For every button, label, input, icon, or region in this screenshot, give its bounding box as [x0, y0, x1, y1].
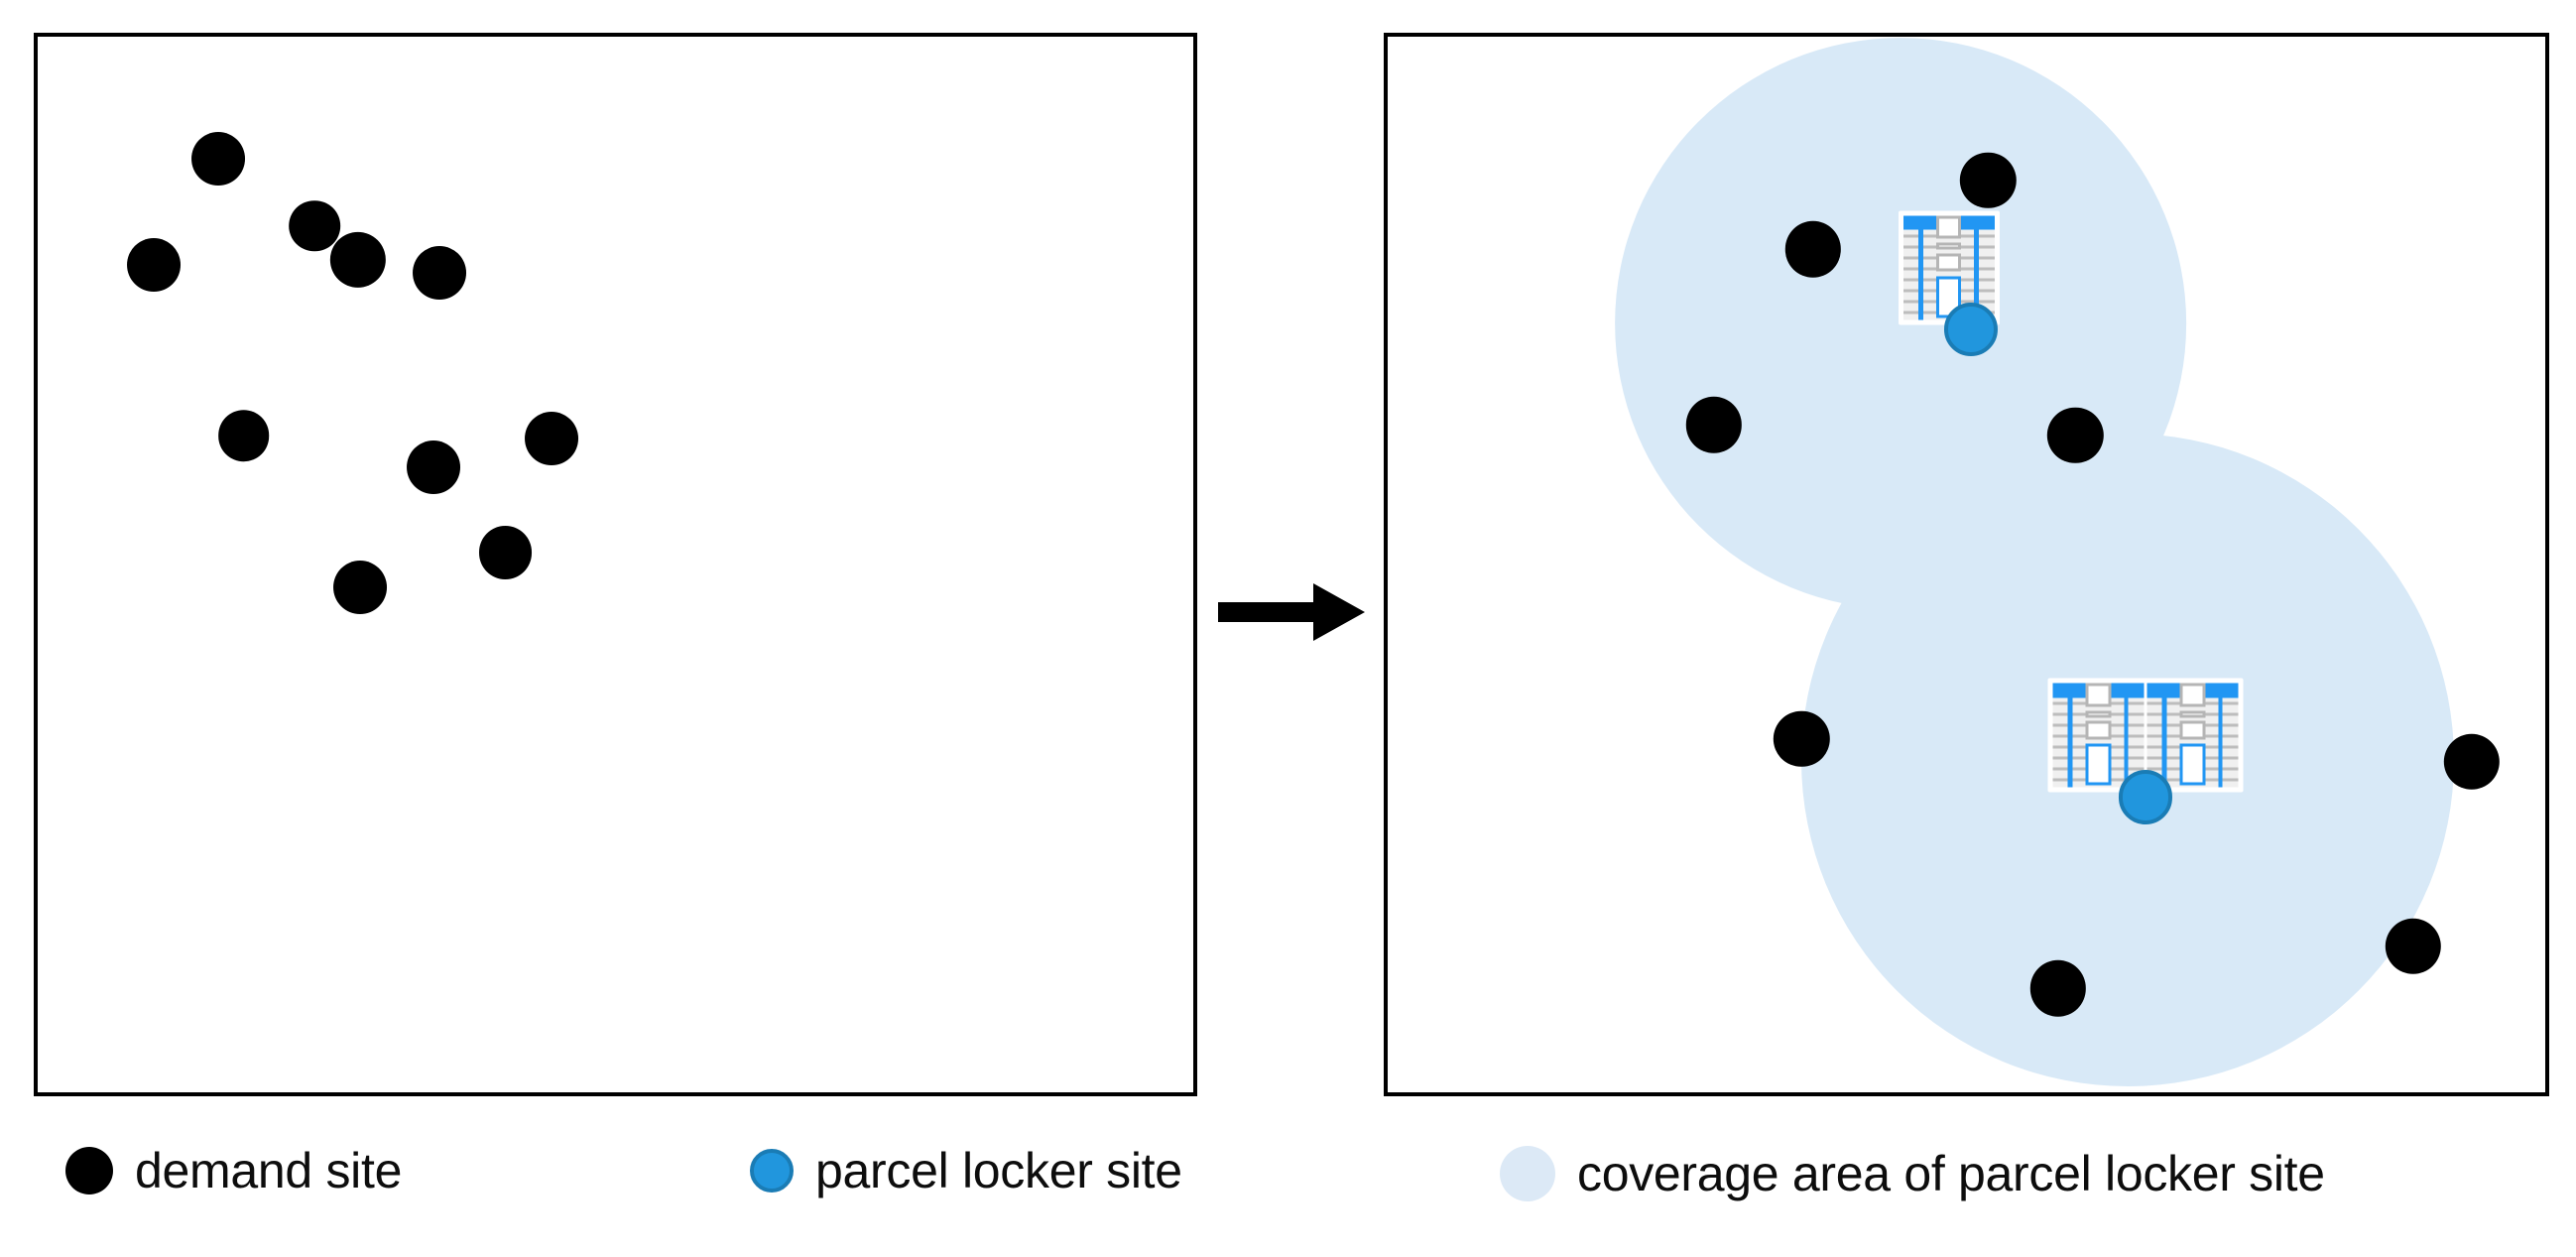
right-arrow-icon	[1218, 583, 1365, 641]
cabinet-door-3	[2085, 720, 2112, 740]
demand-site-dot	[1784, 221, 1842, 278]
cabinet-top-bar-left	[2147, 683, 2180, 698]
legend-item-coverage-area: coverage area of parcel locker site	[1500, 1146, 2325, 1201]
demand-site-dot	[190, 132, 245, 187]
demand-site-dot	[1685, 397, 1743, 453]
cabinet-pillar-right	[2218, 693, 2223, 788]
cabinet-door-1	[2179, 683, 2206, 707]
demand-site-dot	[1959, 152, 2017, 208]
legend-label-parcel-locker-site: parcel locker site	[815, 1143, 1182, 1198]
parcel-locker-building-icon	[1898, 210, 2000, 325]
demand-site-dot	[478, 525, 533, 579]
panel-before-plot-area	[38, 37, 1193, 1092]
panel-before-demand-sites	[34, 33, 1197, 1096]
demand-site-dot	[412, 245, 466, 300]
legend-label-coverage-area: coverage area of parcel locker site	[1577, 1146, 2325, 1201]
legend-item-demand-site: demand site	[65, 1146, 402, 1195]
demand-site-dot	[127, 238, 182, 293]
cabinet-pillar-right	[2124, 693, 2129, 788]
demand-site-dot	[525, 412, 579, 466]
demand-site-dot	[332, 561, 387, 615]
cabinet-top-bar-right	[2205, 683, 2239, 698]
parcel-locker-site-marker	[1943, 302, 1998, 356]
parcel-locker-building-icon	[2047, 678, 2244, 793]
demand-site-dot	[406, 440, 460, 495]
cabinet-door-3	[1935, 253, 1962, 272]
legend-item-parcel-locker-site: parcel locker site	[750, 1146, 1182, 1195]
demand-site-dot	[2385, 918, 2442, 974]
cabinet-door-2	[2085, 710, 2112, 718]
black-circle-swatch	[65, 1147, 113, 1194]
demand-site-dot	[217, 410, 270, 461]
cabinet-door-4	[2085, 743, 2112, 786]
parcel-locker-cabinet-icon	[2147, 683, 2239, 788]
demand-site-dot	[289, 200, 340, 252]
parcel-locker-cabinet-icon	[2052, 683, 2145, 788]
cabinet-pillar-right	[1974, 225, 1979, 320]
panel-after-locker-coverage	[1384, 33, 2549, 1096]
cabinet-door-1	[2085, 683, 2112, 707]
cabinet-door-2	[2179, 710, 2206, 718]
legend-label-demand-site: demand site	[135, 1143, 403, 1198]
cabinet-door-3	[2179, 720, 2206, 740]
cabinet-top-bar-right	[2111, 683, 2145, 698]
legend: demand site parcel locker site coverage …	[0, 1146, 2576, 1257]
demand-site-dot	[1773, 710, 1830, 767]
cabinet-pillar-left	[2067, 693, 2073, 788]
blue-circle-swatch	[750, 1149, 794, 1193]
demand-site-dot	[2029, 960, 2086, 1017]
demand-site-dot	[329, 231, 386, 289]
demand-site-dot	[2047, 407, 2104, 464]
panel-after-plot-area	[1388, 37, 2545, 1092]
cabinet-pillar-left	[1918, 225, 1923, 320]
light-blue-circle-swatch	[1500, 1146, 1555, 1201]
cabinet-door-4	[2179, 743, 2206, 786]
cabinet-top-bar-left	[1902, 215, 1936, 230]
cabinet-pillar-left	[2161, 693, 2167, 788]
cabinet-door-1	[1935, 215, 1962, 239]
parcel-locker-cabinet-icon	[1902, 215, 1995, 320]
parcel-locker-site-marker	[2118, 770, 2172, 824]
cabinet-door-2	[1935, 242, 1962, 250]
cabinet-top-bar-right	[1961, 215, 1995, 230]
cabinet-top-bar-left	[2052, 683, 2086, 698]
demand-site-dot	[2443, 733, 2500, 791]
